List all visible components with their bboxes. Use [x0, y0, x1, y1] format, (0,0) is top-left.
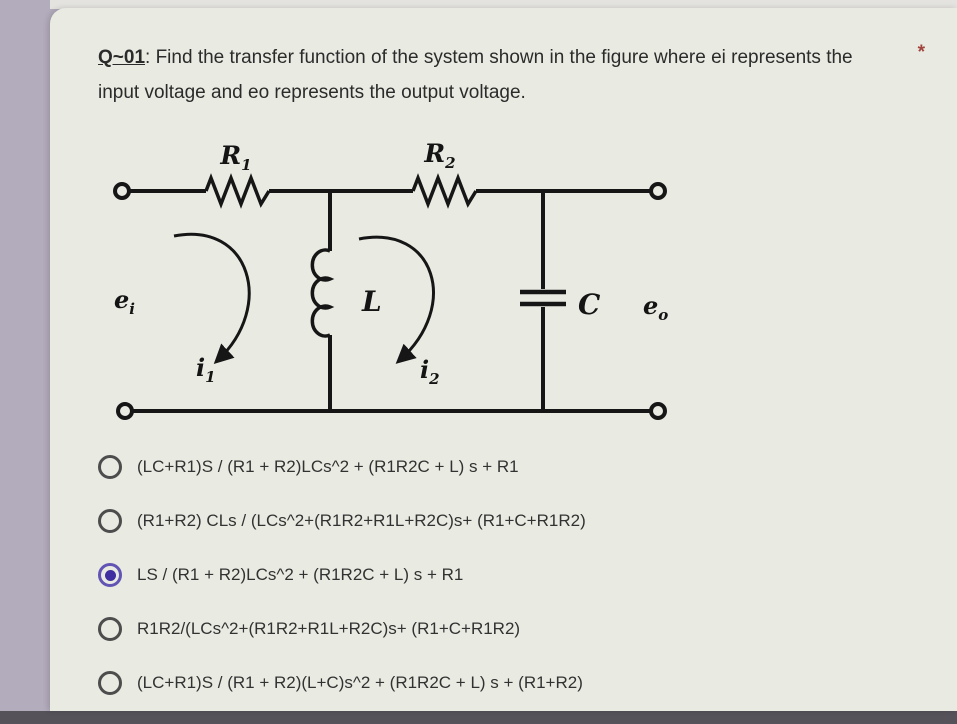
- radio-button[interactable]: [98, 671, 122, 695]
- radio-button[interactable]: [98, 455, 122, 479]
- resistor-r1-label: R1: [219, 141, 251, 174]
- question-card: Q~01: Find the transfer function of the …: [50, 8, 957, 711]
- options-list: (LC+R1)S / (R1 + R2)LCs^2 + (R1R2C + L) …: [98, 440, 933, 710]
- circuit-diagram: R1 R2 L C ei eo i1 i2: [113, 139, 668, 420]
- output-terminal-bottom-icon: [649, 402, 667, 420]
- option-label: (LC+R1)S / (R1 + R2)LCs^2 + (R1R2C + L) …: [137, 457, 519, 476]
- resistor-r2-icon: [411, 173, 478, 209]
- input-terminal-top-icon: [113, 182, 131, 200]
- loop-current-1-arrow-icon: [173, 232, 251, 365]
- option-row[interactable]: (LC+R1)S / (R1 + R2)LCs^2 + (R1R2C + L) …: [98, 440, 933, 494]
- resistor-r1-icon: [204, 173, 271, 209]
- inductor-l-icon: [310, 248, 335, 338]
- loop-current-2-arrow-icon: [358, 235, 435, 364]
- radio-dot-icon: [104, 569, 116, 581]
- page-top-edge: [50, 0, 957, 9]
- question-separator: :: [145, 47, 156, 68]
- question-title: Q~01: Find the transfer function of the …: [98, 40, 888, 110]
- radio-button[interactable]: [98, 509, 122, 533]
- option-label: (LC+R1)S / (R1 + R2)(L+C)s^2 + (R1R2C + …: [137, 673, 583, 692]
- required-asterisk: *: [917, 42, 925, 63]
- radio-button[interactable]: [98, 563, 122, 587]
- option-label: (R1+R2) CLs / (LCs^2+(R1R2+R1L+R2C)s+ (R…: [137, 511, 586, 530]
- input-voltage-label: ei: [114, 285, 135, 318]
- loop-current-2-label: i2: [420, 355, 440, 388]
- resistor-r2-label: R2: [423, 139, 455, 172]
- option-row[interactable]: LS / (R1 + R2)LCs^2 + (R1R2C + L) s + R1: [98, 548, 933, 602]
- capacitor-c-label: C: [578, 288, 601, 321]
- inductor-l-label: L: [361, 285, 382, 318]
- loop-current-1-label: i1: [196, 353, 216, 386]
- question-header: Q~01: Find the transfer function of the …: [98, 40, 933, 110]
- question-number: Q~01: [98, 47, 146, 68]
- option-row[interactable]: (R1+R2) CLs / (LCs^2+(R1R2+R1L+R2C)s+ (R…: [98, 494, 933, 548]
- page-bottom-edge: [0, 711, 957, 724]
- output-terminal-top-icon: [649, 182, 667, 200]
- output-voltage-label: eo: [643, 291, 668, 324]
- option-label: R1R2/(LCs^2+(R1R2+R1L+R2C)s+ (R1+C+R1R2): [137, 619, 521, 638]
- input-terminal-bottom-icon: [116, 402, 134, 420]
- option-row[interactable]: R1R2/(LCs^2+(R1R2+R1L+R2C)s+ (R1+C+R1R2): [98, 602, 933, 656]
- option-row[interactable]: (LC+R1)S / (R1 + R2)(L+C)s^2 + (R1R2C + …: [98, 656, 933, 710]
- question-text: Find the transfer function of the system…: [98, 47, 853, 103]
- radio-button[interactable]: [98, 617, 122, 641]
- option-label: LS / (R1 + R2)LCs^2 + (R1R2C + L) s + R1: [137, 565, 464, 584]
